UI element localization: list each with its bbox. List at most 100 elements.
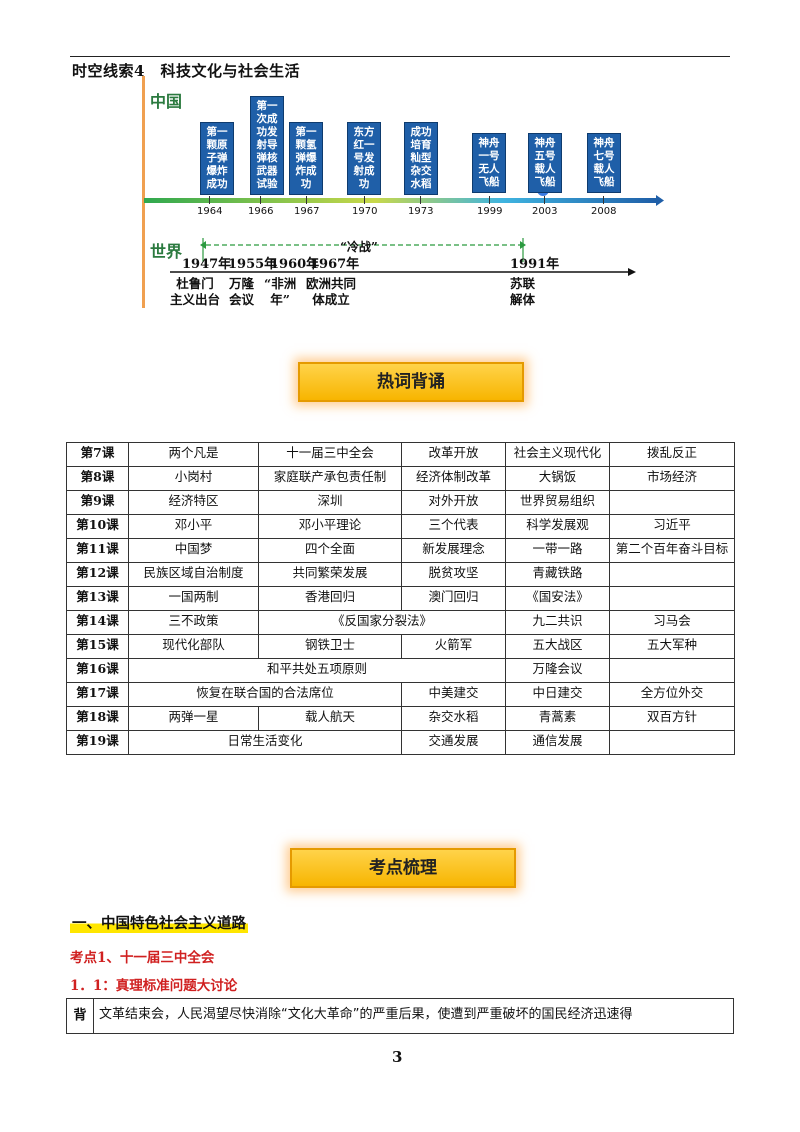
term-cell bbox=[609, 490, 735, 515]
china-year-label: 2008 bbox=[591, 206, 617, 217]
term-cell: 脱贫攻坚 bbox=[401, 562, 506, 587]
term-cell: 三不政策 bbox=[128, 610, 259, 635]
term-cell: 邓小平理论 bbox=[258, 514, 402, 539]
background-label: 背 bbox=[67, 999, 94, 1033]
lesson-cell: 第17课 bbox=[66, 682, 129, 707]
term-cell: 深圳 bbox=[258, 490, 402, 515]
world-year-label: 1991年 bbox=[510, 257, 560, 272]
term-cell: 和平共处五项原则 bbox=[128, 658, 506, 683]
term-cell: 家庭联产承包责任制 bbox=[258, 466, 402, 491]
china-year-tick bbox=[603, 196, 604, 204]
heading-level-2: 考点1、十一届三中全会 bbox=[70, 950, 215, 966]
term-cell: 万隆会议 bbox=[505, 658, 610, 683]
term-cell: 中日建交 bbox=[505, 682, 610, 707]
term-cell: 现代化部队 bbox=[128, 634, 259, 659]
term-cell: 对外开放 bbox=[401, 490, 506, 515]
term-cell: 一带一路 bbox=[505, 538, 610, 563]
china-year-label: 1973 bbox=[408, 206, 434, 217]
china-event-box: 神舟 七号 载人 飞船 bbox=[587, 133, 621, 193]
heading-level-3: 1．1：真理标准问题大讨论 bbox=[70, 978, 238, 994]
world-year-label: 1960年 bbox=[270, 257, 320, 272]
china-year-label: 1970 bbox=[352, 206, 378, 217]
term-cell: 中国梦 bbox=[128, 538, 259, 563]
term-cell: 载人航天 bbox=[258, 706, 402, 731]
lesson-cell: 第12课 bbox=[66, 562, 129, 587]
background-box: 背 文革结束会，人民渴望尽快消除“文化大革命”的严重后果，使遭到严重破坏的国民经… bbox=[66, 998, 734, 1034]
term-cell: 钢铁卫士 bbox=[258, 634, 402, 659]
lesson-cell: 第15课 bbox=[66, 634, 129, 659]
lesson-cell: 第8课 bbox=[66, 466, 129, 491]
table-row: 第10课邓小平邓小平理论三个代表科学发展观习近平 bbox=[66, 514, 735, 539]
china-axis bbox=[144, 198, 656, 203]
term-cell: 民族区域自治制度 bbox=[128, 562, 259, 587]
term-cell: 经济特区 bbox=[128, 490, 259, 515]
term-cell: 市场经济 bbox=[609, 466, 735, 491]
world-event-label: “非洲 年” bbox=[264, 276, 297, 307]
term-cell: 四个全面 bbox=[258, 538, 402, 563]
china-year-tick bbox=[260, 196, 261, 204]
term-cell: 双百方针 bbox=[609, 706, 735, 731]
world-label: 世界 bbox=[150, 242, 183, 261]
china-year-tick bbox=[420, 196, 421, 204]
china-event-box: 第一 颗氢 弹爆 炸成 功 bbox=[289, 122, 323, 195]
timeline-vertical-bar bbox=[142, 76, 145, 308]
term-cell: 习近平 bbox=[609, 514, 735, 539]
china-label: 中国 bbox=[150, 92, 183, 111]
term-cell: 《国安法》 bbox=[505, 586, 610, 611]
term-cell bbox=[609, 562, 735, 587]
china-event-box: 第一 颗原 子弹 爆炸 成功 bbox=[200, 122, 234, 195]
china-year-tick bbox=[209, 196, 210, 204]
term-cell: 小岗村 bbox=[128, 466, 259, 491]
china-event-box: 第一 次成 功发 射导 弹核 武器 试验 bbox=[250, 96, 284, 195]
china-event-box: 成功 培育 籼型 杂交 水稻 bbox=[404, 122, 438, 195]
china-year-label: 2003 bbox=[532, 206, 558, 217]
term-cell: 全方位外交 bbox=[609, 682, 735, 707]
term-cell: 五大战区 bbox=[505, 634, 610, 659]
table-row: 第16课和平共处五项原则万隆会议 bbox=[66, 658, 735, 683]
table-row: 第8课小岗村家庭联产承包责任制经济体制改革大锅饭市场经济 bbox=[66, 466, 735, 491]
cold-war-label: “冷战” bbox=[340, 240, 378, 254]
term-cell: 社会主义现代化 bbox=[505, 442, 610, 467]
term-cell: 世界贸易组织 bbox=[505, 490, 610, 515]
china-event-box: 神舟 一号 无人 飞船 bbox=[472, 133, 506, 193]
world-year-label: 1947年 bbox=[182, 257, 232, 272]
table-row: 第11课中国梦四个全面新发展理念一带一路第二个百年奋斗目标 bbox=[66, 538, 735, 563]
term-cell: 杂交水稻 bbox=[401, 706, 506, 731]
term-cell bbox=[609, 658, 735, 683]
term-cell: 香港回归 bbox=[258, 586, 402, 611]
lesson-cell: 第9课 bbox=[66, 490, 129, 515]
world-event-label: 苏联 解体 bbox=[510, 276, 536, 307]
lesson-cell: 第7课 bbox=[66, 442, 129, 467]
lesson-cell: 第11课 bbox=[66, 538, 129, 563]
term-cell: 大锅饭 bbox=[505, 466, 610, 491]
banner-points: 考点梳理 bbox=[290, 848, 516, 888]
term-cell: 三个代表 bbox=[401, 514, 506, 539]
term-cell: 日常生活变化 bbox=[128, 730, 402, 755]
china-year-label: 1967 bbox=[294, 206, 320, 217]
china-year-tick bbox=[544, 196, 545, 204]
china-year-label: 1966 bbox=[248, 206, 274, 217]
term-cell: 经济体制改革 bbox=[401, 466, 506, 491]
lesson-cell: 第16课 bbox=[66, 658, 129, 683]
term-cell: 《反国家分裂法》 bbox=[258, 610, 506, 635]
china-year-label: 1964 bbox=[197, 206, 223, 217]
section-title: 时空线索4 科技文化与社会生活 bbox=[72, 62, 300, 80]
heading-level-1: 一、中国特色社会主义道路 bbox=[70, 912, 248, 933]
term-cell: 两个凡是 bbox=[128, 442, 259, 467]
term-cell: 拨乱反正 bbox=[609, 442, 735, 467]
page-number: 3 bbox=[392, 1048, 403, 1066]
table-row: 第17课恢复在联合国的合法席位中美建交中日建交全方位外交 bbox=[66, 682, 735, 707]
background-text: 文革结束会，人民渴望尽快消除“文化大革命”的严重后果，使遭到严重破坏的国民经济迅… bbox=[99, 1007, 633, 1022]
lesson-cell: 第19课 bbox=[66, 730, 129, 755]
table-row: 第14课三不政策《反国家分裂法》九二共识习马会 bbox=[66, 610, 735, 635]
term-cell: 邓小平 bbox=[128, 514, 259, 539]
term-cell: 青藏铁路 bbox=[505, 562, 610, 587]
term-cell: 火箭军 bbox=[401, 634, 506, 659]
china-year-tick bbox=[306, 196, 307, 204]
term-cell: 两弹一星 bbox=[128, 706, 259, 731]
term-cell: 共同繁荣发展 bbox=[258, 562, 402, 587]
term-cell: 交通发展 bbox=[401, 730, 506, 755]
timeline-axes bbox=[144, 182, 664, 276]
table-row: 第12课民族区域自治制度共同繁荣发展脱贫攻坚青藏铁路 bbox=[66, 562, 735, 587]
banner-hotwords: 热词背诵 bbox=[298, 362, 524, 402]
